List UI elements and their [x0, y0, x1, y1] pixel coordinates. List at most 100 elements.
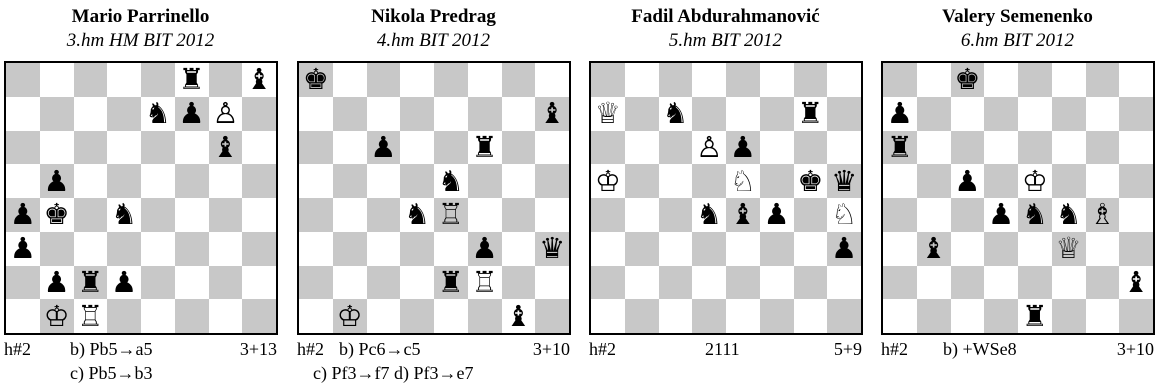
- board-square-h8: [535, 63, 569, 97]
- board-square-f2: [760, 266, 794, 300]
- twin-line-1: b) +WSe8: [943, 339, 1017, 359]
- board-square-a3: [883, 232, 917, 266]
- board-square-d3: [400, 232, 434, 266]
- black-knight-piece-e5: ♞: [434, 164, 468, 198]
- board-square-h4: [535, 198, 569, 232]
- board-square-d6: [984, 131, 1018, 165]
- board-square-e3: [434, 232, 468, 266]
- board-square-c5: [74, 164, 108, 198]
- problem-source: 6.hm BIT 2012: [877, 30, 1155, 52]
- problem-panel-1: Mario Parrinello 3.hm HM BIT 2012 ♜♝♞♟♙♝…: [0, 0, 281, 392]
- black-bishop-piece-b3: ♝: [917, 232, 951, 266]
- board-square-e8: [141, 63, 175, 97]
- board-square-h5: [535, 164, 569, 198]
- board-square-f7: [468, 97, 502, 131]
- board-square-h2: [242, 266, 276, 300]
- author-name: Valery Semenenko: [877, 6, 1155, 28]
- board-square-a1: [6, 299, 40, 333]
- board-square-f6: [175, 131, 209, 165]
- board-square-h4: [1119, 198, 1153, 232]
- twin-line-2: c) Pb5→b3: [70, 363, 153, 383]
- board-square-a2: [299, 266, 333, 300]
- board-square-e2: [141, 266, 175, 300]
- board-square-h2: [535, 266, 569, 300]
- board-square-h7: [242, 97, 276, 131]
- board-square-d7: [984, 97, 1018, 131]
- black-queen-piece-h5: ♛: [827, 164, 861, 198]
- board-square-c6: [74, 131, 108, 165]
- black-knight-piece-d4: ♞: [692, 198, 726, 232]
- black-rook-piece-f8: ♜: [175, 63, 209, 97]
- chess-board: ♜♝♞♟♙♝♟♟♚♞♟♟♜♟♔♖: [4, 61, 278, 335]
- board-square-f8: [1052, 63, 1086, 97]
- board-square-b4: [625, 198, 659, 232]
- white-knight-piece-e5: ♘: [726, 164, 760, 198]
- twin-line-1: 2111: [705, 339, 740, 359]
- board-square-h1: [242, 299, 276, 333]
- piece-count: 5+9: [834, 339, 862, 359]
- board-square-a8: [591, 63, 625, 97]
- black-king-piece-b4: ♚: [40, 198, 74, 232]
- board-square-d2: [400, 266, 434, 300]
- board-square-g5: [209, 164, 243, 198]
- board-square-f1: [468, 299, 502, 333]
- board-square-f3: [175, 232, 209, 266]
- board-square-h1: [535, 299, 569, 333]
- twin-line-2: c) Pf3→f7 d) Pf3→e7: [313, 363, 473, 383]
- black-bishop-piece-h2: ♝: [1119, 266, 1153, 300]
- board-square-f2: [1052, 266, 1086, 300]
- board-square-e3: [141, 232, 175, 266]
- board-square-g6: [502, 131, 536, 165]
- board-square-d3: [107, 232, 141, 266]
- board-square-g2: [1086, 266, 1120, 300]
- board-square-f5: [760, 164, 794, 198]
- board-square-d6: [400, 131, 434, 165]
- black-pawn-piece-f4: ♟: [760, 198, 794, 232]
- problem-source: 3.hm HM BIT 2012: [0, 30, 281, 52]
- board-square-a7: [6, 97, 40, 131]
- black-bishop-piece-h8: ♝: [242, 63, 276, 97]
- board-square-c7: [951, 97, 985, 131]
- board-square-f8: [468, 63, 502, 97]
- board-square-e5: [141, 164, 175, 198]
- black-pawn-piece-f3: ♟: [468, 232, 502, 266]
- board-square-f1: [175, 299, 209, 333]
- board-square-a4: [883, 198, 917, 232]
- board-square-c2: [367, 266, 401, 300]
- board-square-b8: [917, 63, 951, 97]
- board-square-d2: [692, 266, 726, 300]
- board-square-g3: [502, 232, 536, 266]
- black-knight-piece-f4: ♞: [1052, 198, 1086, 232]
- black-pawn-piece-a4: ♟: [6, 198, 40, 232]
- board-square-e3: [1018, 232, 1052, 266]
- board-square-e7: [726, 97, 760, 131]
- board-square-f7: [1052, 97, 1086, 131]
- board-square-g7: [502, 97, 536, 131]
- white-queen-piece-a7: ♕: [591, 97, 625, 131]
- board-square-d8: [400, 63, 434, 97]
- board-square-a5: [883, 164, 917, 198]
- black-king-piece-g5: ♚: [794, 164, 828, 198]
- board-square-h2: [827, 266, 861, 300]
- black-knight-piece-c7: ♞: [659, 97, 693, 131]
- board-square-h5: [242, 164, 276, 198]
- board-square-b4: [917, 198, 951, 232]
- board-square-h5: [1119, 164, 1153, 198]
- black-pawn-piece-a3: ♟: [6, 232, 40, 266]
- board-square-h8: [1119, 63, 1153, 97]
- board-square-a8: [883, 63, 917, 97]
- piece-count: 3+10: [533, 339, 570, 359]
- black-bishop-piece-e4: ♝: [726, 198, 760, 232]
- stipulation: h#2: [4, 339, 31, 359]
- board-square-e3: [726, 232, 760, 266]
- board-square-h7: [1119, 97, 1153, 131]
- board-square-d3: [984, 232, 1018, 266]
- board-square-g1: [794, 299, 828, 333]
- problem-panel-2: Nikola Predrag 4.hm BIT 2012 ♚♝♟♜♞♞♖♟♛♜♖…: [293, 0, 574, 392]
- board-square-c8: [659, 63, 693, 97]
- black-rook-piece-a6: ♜: [883, 131, 917, 165]
- board-square-f5: [175, 164, 209, 198]
- board-square-g1: [1086, 299, 1120, 333]
- board-square-b3: [40, 232, 74, 266]
- board-square-d8: [984, 63, 1018, 97]
